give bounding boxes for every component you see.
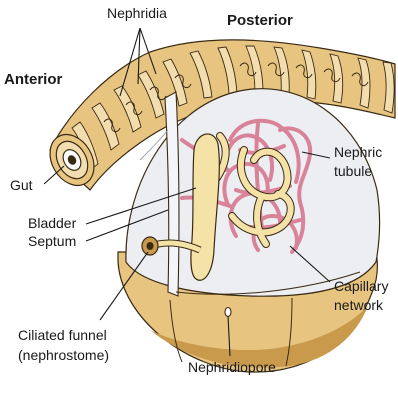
label-septum: Septum — [28, 233, 76, 249]
label-capillary-line1: Capillary — [334, 278, 388, 294]
ciliated-funnel — [142, 237, 158, 255]
label-nephridia: Nephridia — [107, 5, 167, 21]
label-funnel-line2: (nephrostome) — [18, 347, 109, 363]
label-funnel-line1: Ciliated funnel — [18, 327, 107, 343]
label-bladder: Bladder — [28, 215, 77, 231]
label-nephric-tubule-line2: tubule — [334, 163, 372, 179]
label-nephric-tubule-line1: Nephric — [334, 144, 382, 160]
label-capillary-line2: network — [334, 297, 384, 313]
nephridiopore — [225, 308, 231, 317]
label-anterior: Anterior — [4, 71, 63, 88]
label-posterior: Posterior — [227, 12, 293, 29]
label-nephridiopore: Nephridiopore — [188, 359, 276, 375]
label-gut: Gut — [10, 177, 33, 193]
